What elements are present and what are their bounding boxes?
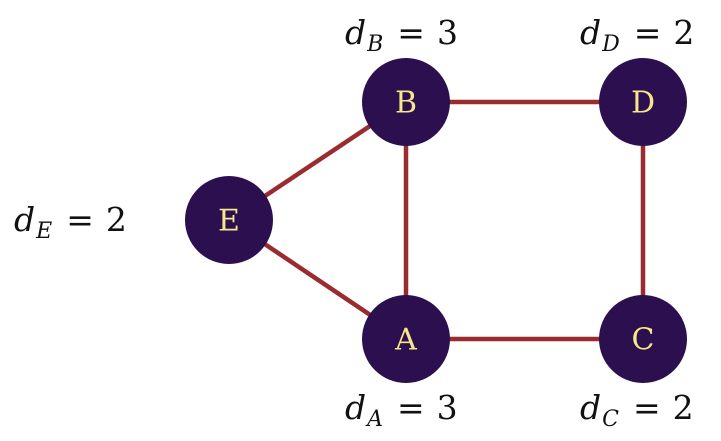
degree-subscript: B (367, 32, 384, 57)
degree-label-C: dC = 2 (580, 391, 694, 431)
node-label: D (631, 86, 655, 121)
node-label: A (394, 323, 417, 358)
degree-label-B: dB = 3 (345, 16, 458, 56)
node-E: E (185, 176, 273, 264)
equals-sign: = (632, 388, 661, 427)
degree-label-D: dD = 2 (580, 16, 694, 56)
node-D: D (599, 58, 687, 146)
degree-subscript: A (367, 407, 384, 432)
node-A: A (362, 295, 450, 383)
degree-label-A: dA = 3 (345, 391, 458, 431)
node-label: E (218, 204, 240, 239)
degree-value: 2 (672, 388, 694, 427)
degree-value: 3 (436, 388, 458, 427)
degree-symbol: d (14, 200, 36, 239)
node-circle (362, 58, 450, 146)
equals-sign: = (66, 200, 94, 239)
degree-label-E: dE = 2 (14, 203, 127, 243)
degree-value: 3 (436, 13, 458, 52)
degree-subscript: E (36, 219, 53, 244)
node-B: B (362, 58, 450, 146)
degree-value: 2 (673, 13, 695, 52)
node-circle (599, 58, 687, 146)
equals-sign: = (633, 13, 662, 52)
degree-value: 2 (105, 200, 127, 239)
equals-sign: = (397, 13, 425, 52)
degree-symbol: d (580, 13, 602, 52)
node-circle (362, 295, 450, 383)
nodes-layer: A B C D E (185, 58, 687, 383)
node-label: B (395, 86, 417, 121)
equals-sign: = (397, 388, 425, 427)
node-circle (185, 176, 273, 264)
degree-subscript: D (602, 32, 620, 57)
degree-subscript: C (602, 407, 619, 432)
degree-symbol: d (345, 13, 367, 52)
node-circle (599, 295, 687, 383)
degree-symbol: d (345, 388, 367, 427)
node-C: C (599, 295, 687, 383)
edges-layer (227, 99, 646, 342)
degree-symbol: d (580, 388, 602, 427)
node-label: C (632, 323, 655, 358)
